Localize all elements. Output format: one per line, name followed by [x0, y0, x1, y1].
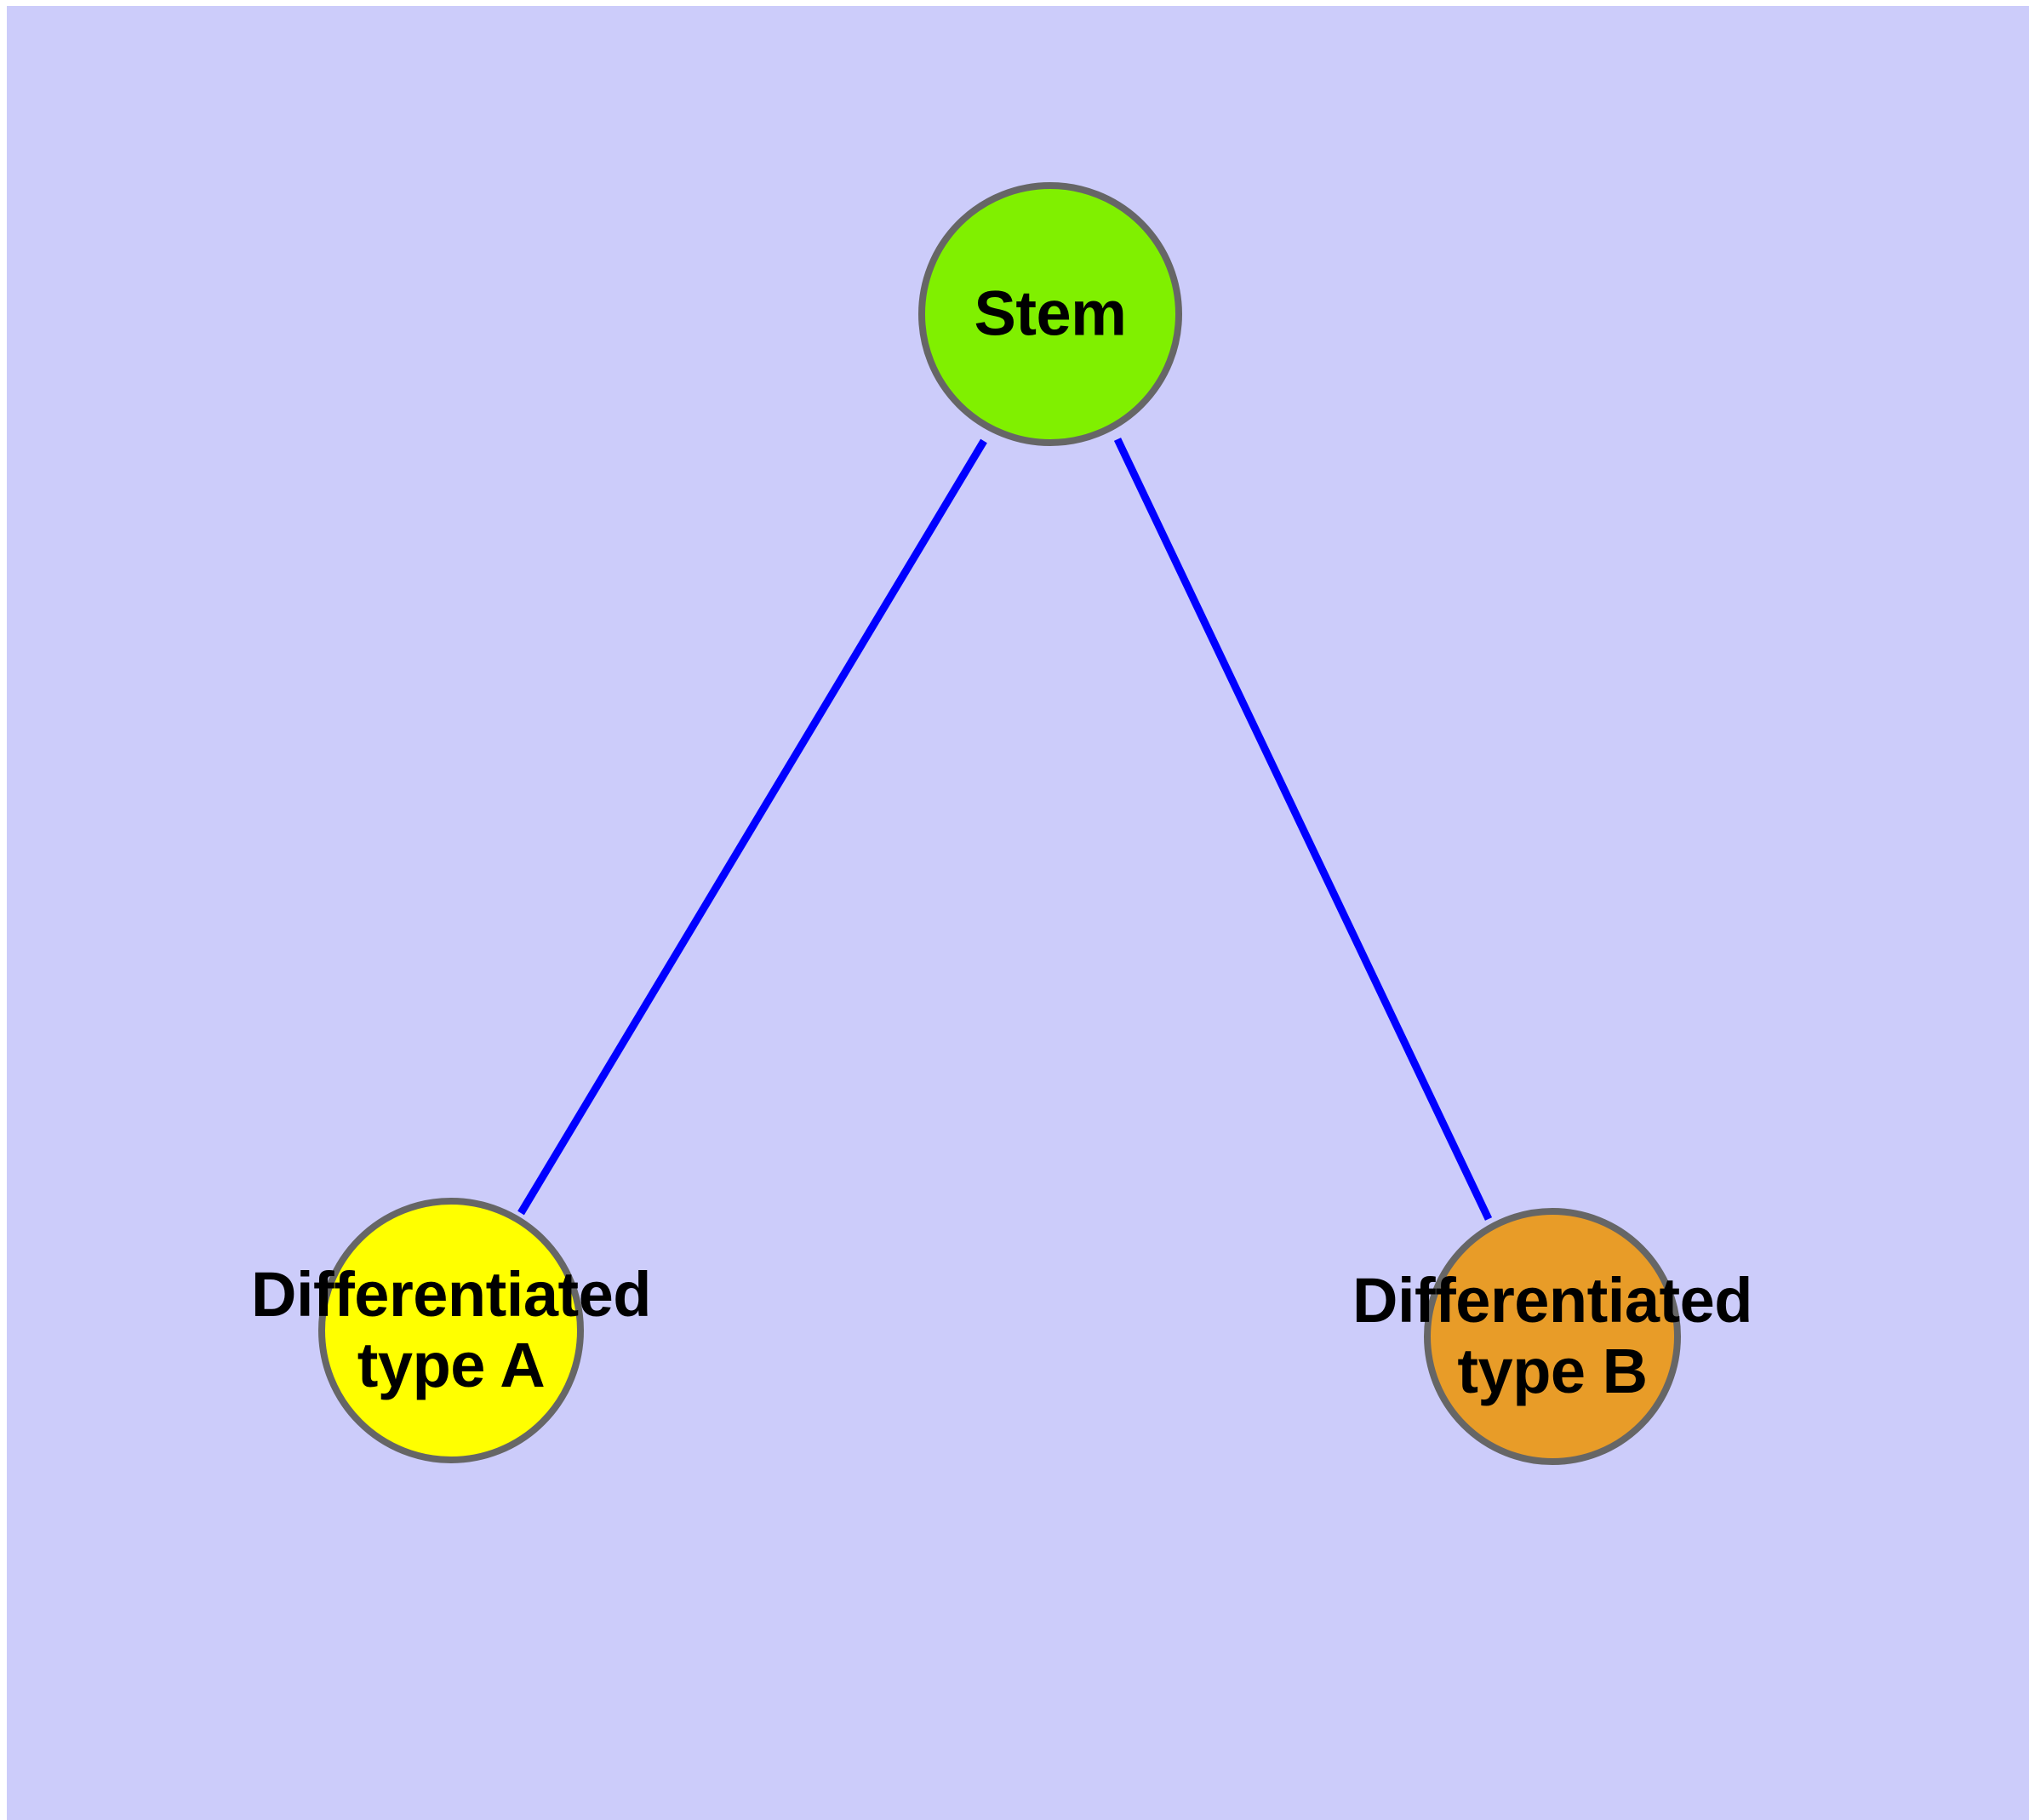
node-differentiated-type-a[interactable] [318, 1198, 584, 1463]
node-stem[interactable] [918, 182, 1182, 446]
node-layer [318, 182, 1681, 1465]
edge-stem-to-differentiated-type-a[interactable] [517, 438, 987, 1216]
edge-layer [517, 438, 1493, 1221]
edge-stem-to-differentiated-type-b[interactable] [1113, 438, 1493, 1221]
node-differentiated-type-b[interactable] [1424, 1208, 1681, 1465]
